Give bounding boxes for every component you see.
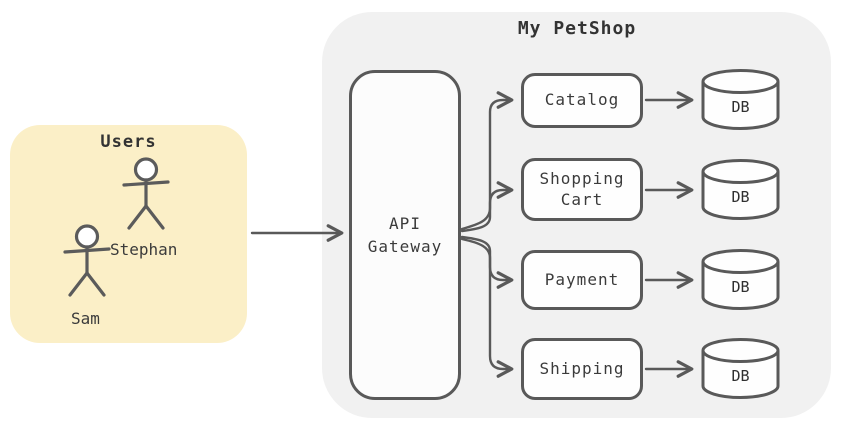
service-label: Shopping Cart	[539, 168, 625, 209]
api-gateway-label: API Gateway	[367, 213, 443, 256]
service-label: Catalog	[544, 90, 620, 110]
database-label: DB	[731, 278, 750, 296]
service-node-shipping: Shipping	[521, 338, 643, 400]
users-group-title: Users	[100, 132, 157, 152]
database-label: DB	[731, 188, 750, 206]
service-label: Payment	[544, 269, 620, 289]
database-node-shopping-cart: DB	[700, 158, 781, 221]
actor-label-stephan: Stephan	[110, 240, 178, 259]
actor-label-sam: Sam	[71, 309, 100, 328]
database-node-catalog: DB	[700, 68, 781, 131]
database-node-shipping: DB	[700, 337, 781, 400]
petshop-group-title: My PetShop	[517, 18, 637, 39]
api-gateway-node: API Gateway	[349, 70, 461, 400]
service-label: Shipping	[539, 358, 625, 378]
database-cylinder-icon	[701, 249, 780, 310]
database-label: DB	[731, 98, 750, 116]
service-node-payment: Payment	[521, 250, 643, 310]
database-node-payment: DB	[700, 248, 781, 311]
service-node-catalog: Catalog	[521, 73, 643, 128]
database-cylinder-icon	[701, 69, 780, 130]
database-cylinder-icon	[701, 159, 780, 220]
users-group-container	[10, 125, 247, 343]
database-cylinder-icon	[701, 338, 780, 399]
service-node-shopping-cart: Shopping Cart	[521, 158, 643, 221]
database-label: DB	[731, 367, 750, 385]
